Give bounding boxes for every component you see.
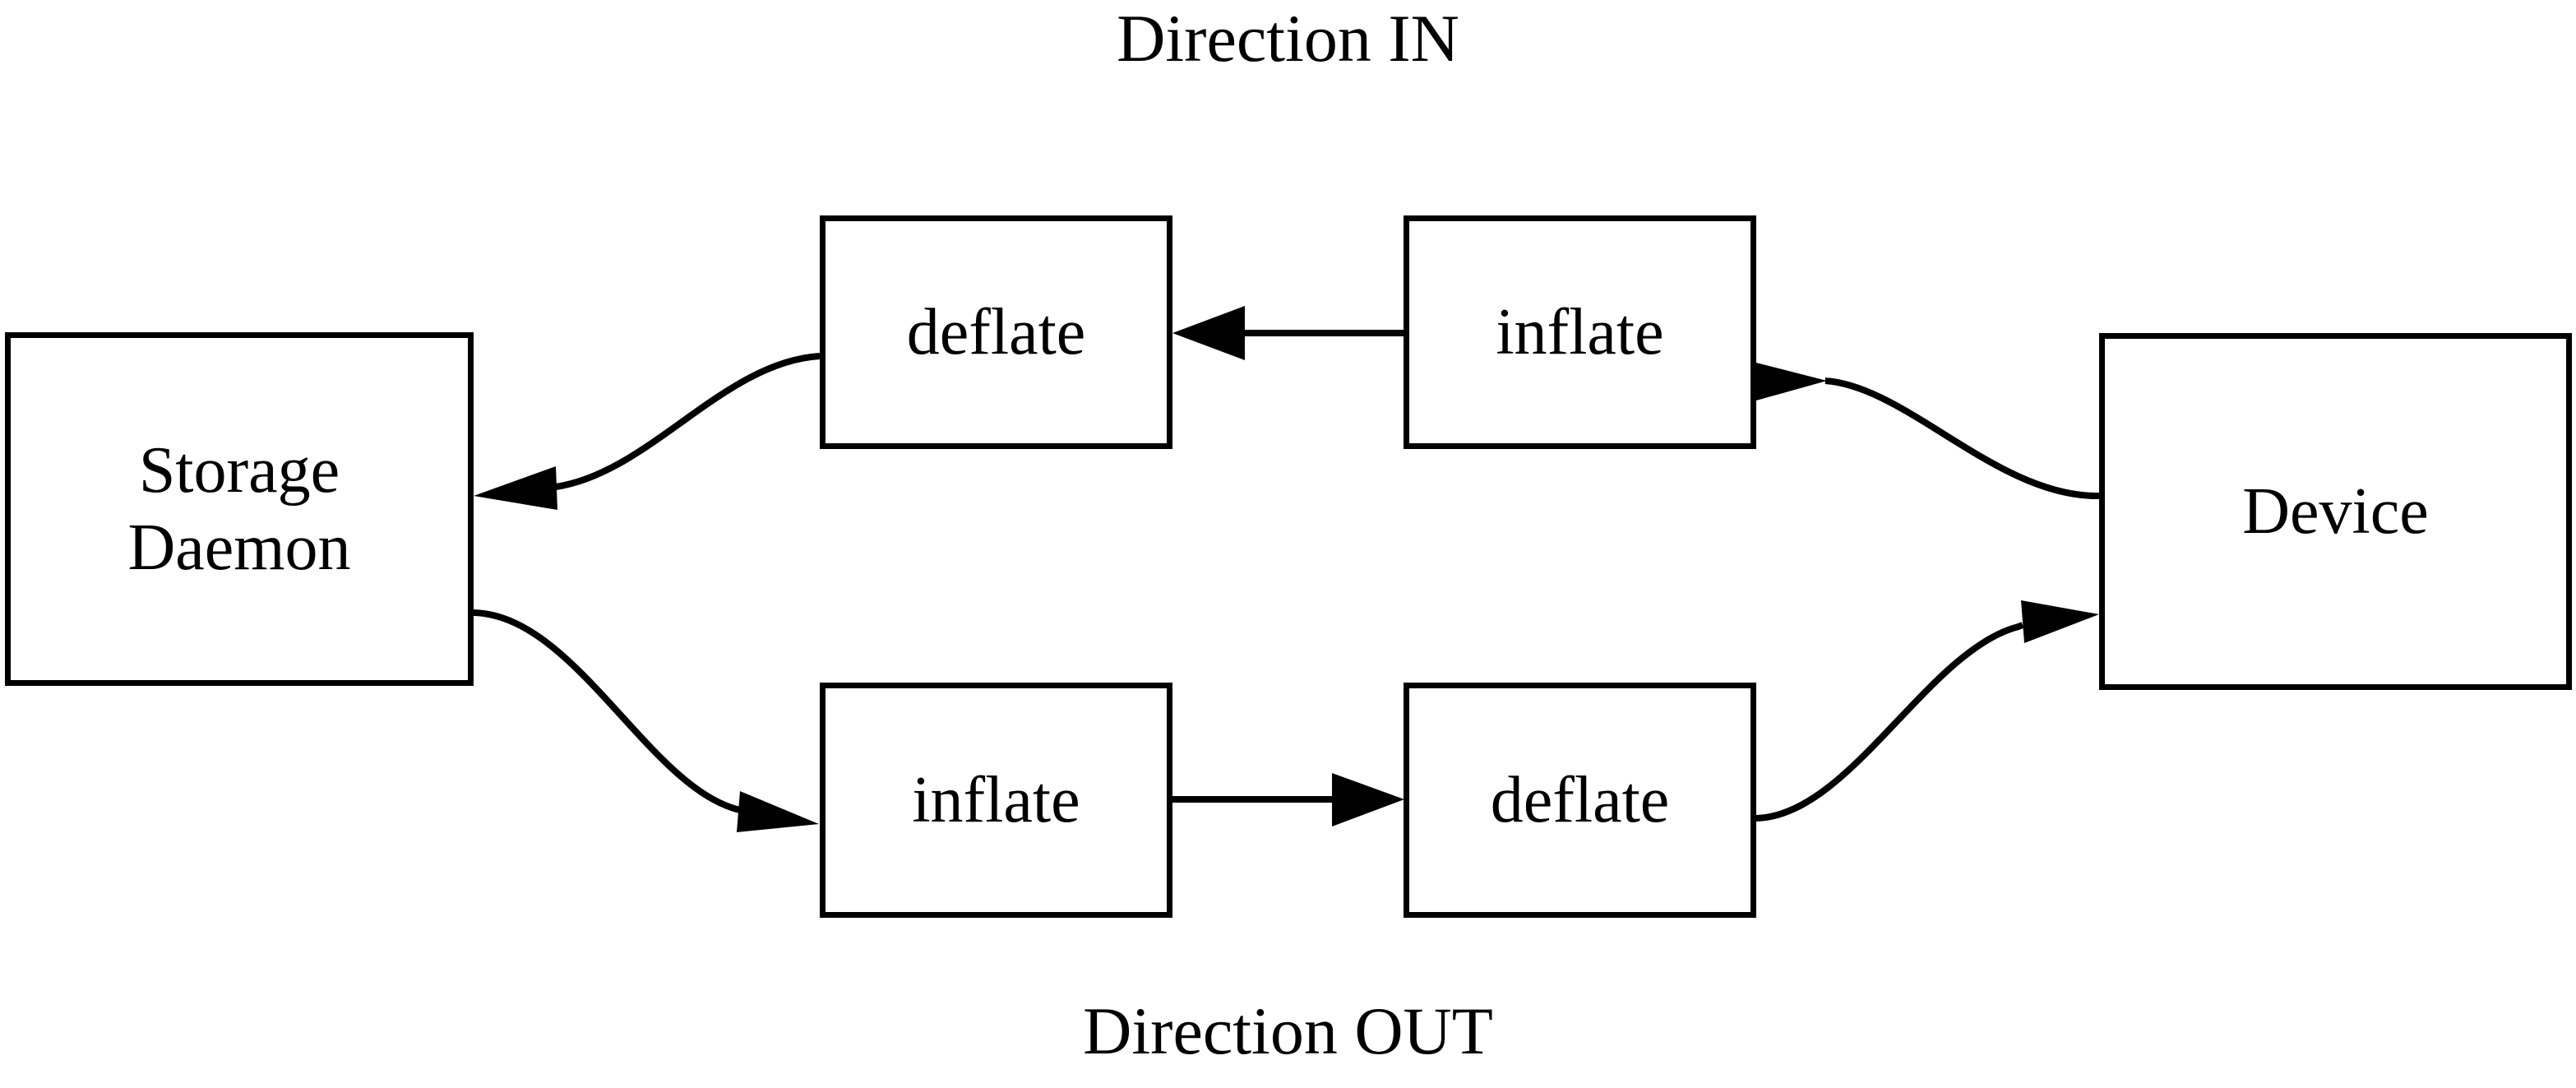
- node-inflate-in-label: inflate: [1496, 295, 1664, 368]
- node-device-label: Device: [2242, 475, 2429, 548]
- node-storage-daemon-label-line1: Storage: [138, 433, 340, 507]
- node-storage-daemon[interactable]: Storage Daemon: [5, 332, 474, 686]
- edge-inflate-out-to-deflate-out: [1172, 773, 1404, 826]
- direction-out-caption: Direction OUT: [1083, 993, 1493, 1068]
- edge-device-to-inflate-in: [1750, 361, 2100, 500]
- node-deflate-out-label: deflate: [1490, 763, 1670, 836]
- node-deflate-out[interactable]: deflate: [1404, 683, 1756, 918]
- node-inflate-in[interactable]: inflate: [1404, 215, 1756, 449]
- edge-deflate-out-to-device: [1755, 600, 2099, 822]
- node-deflate-in[interactable]: deflate: [820, 215, 1172, 449]
- edge-storage-daemon-to-inflate-out: [473, 609, 819, 832]
- node-deflate-in-label: deflate: [906, 295, 1086, 368]
- edge-inflate-in-to-deflate-in: [1172, 306, 1404, 360]
- node-device[interactable]: Device: [2099, 333, 2572, 690]
- node-storage-daemon-label-line2: Daemon: [127, 512, 351, 584]
- node-inflate-out-label: inflate: [912, 763, 1080, 836]
- direction-in-caption: Direction IN: [1117, 1, 1459, 76]
- node-inflate-out[interactable]: inflate: [820, 683, 1172, 918]
- edge-deflate-in-to-storage-daemon: [474, 353, 821, 510]
